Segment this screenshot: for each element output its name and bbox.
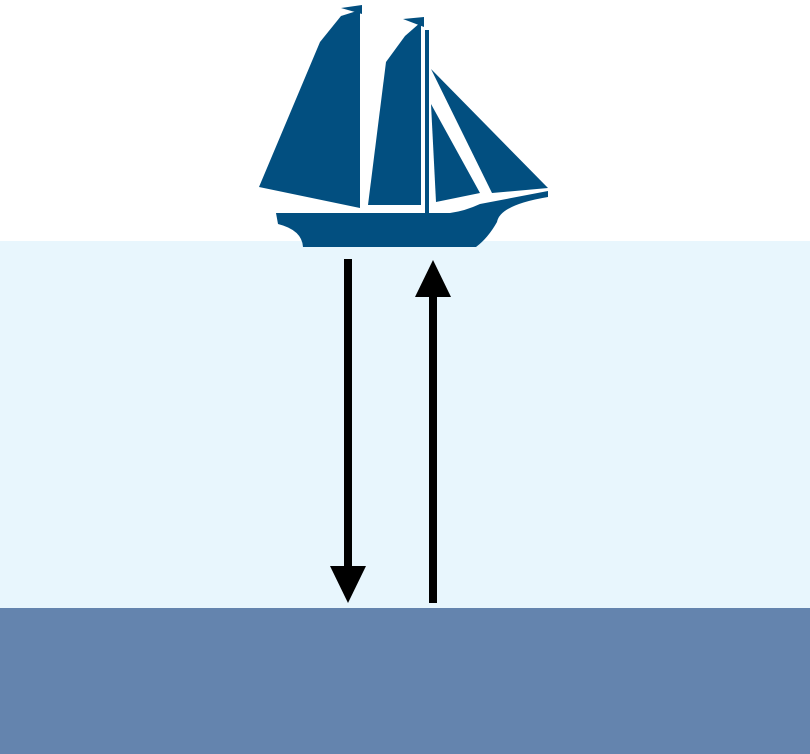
arrow-down-icon	[330, 259, 366, 603]
ship-jib	[431, 69, 548, 193]
ship-main-sail	[368, 22, 421, 205]
ship-staysail	[431, 104, 480, 202]
arrow-up-shaft	[429, 290, 437, 603]
ship-mast	[425, 30, 429, 213]
water-region	[0, 241, 810, 609]
ship-aft-sail	[259, 10, 360, 208]
sailing-ship-icon	[259, 5, 548, 247]
ship-fore-pennant	[403, 17, 424, 27]
arrow-up-icon	[415, 260, 451, 603]
arrow-up-head	[415, 260, 451, 297]
arrow-down-head	[330, 566, 366, 603]
arrow-down-shaft	[344, 259, 352, 574]
seabed-region	[0, 608, 810, 754]
ship-hull	[276, 191, 548, 247]
ship-aft-pennant	[341, 5, 362, 14]
